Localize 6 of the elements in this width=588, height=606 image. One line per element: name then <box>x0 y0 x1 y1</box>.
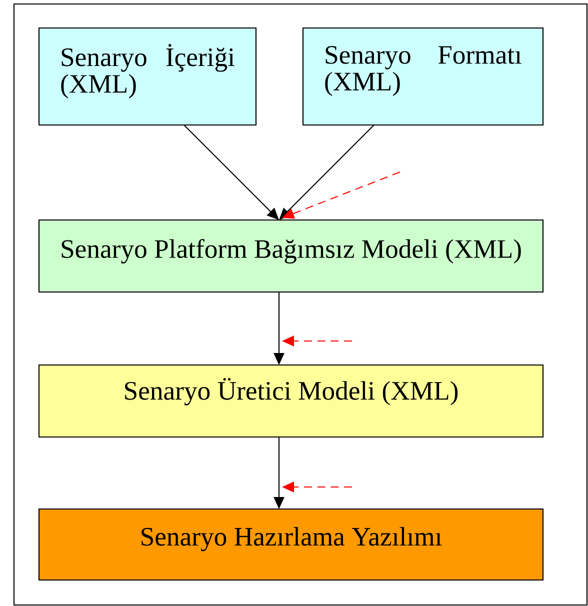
arrow <box>184 124 279 220</box>
process-box: Senaryo Platform Bağımsız Modeli (XML) <box>38 219 544 293</box>
process-box: Senaryo Üretici Modeli (XML) <box>38 364 544 438</box>
process-box: Senaryo Hazırlama Yazılımı <box>38 508 544 581</box>
process-box: Senaryo Formatı (XML) <box>302 27 544 126</box>
process-box: Senaryo İçeriği (XML) <box>38 27 257 126</box>
